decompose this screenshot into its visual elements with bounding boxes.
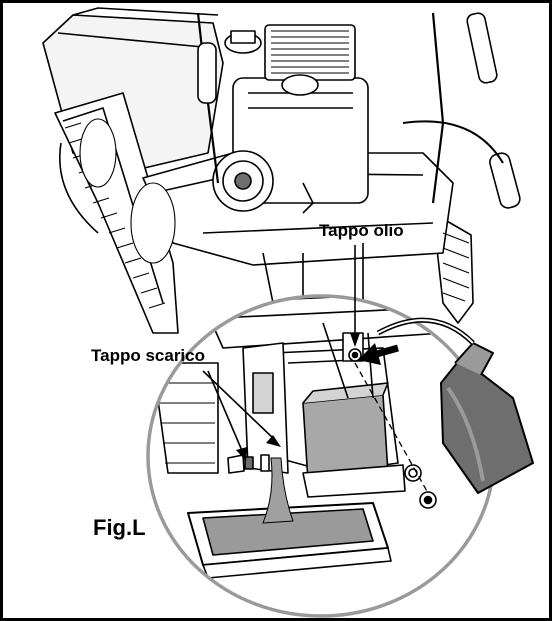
drain-pan-icon	[187, 502, 392, 579]
figure-label: Fig.L	[93, 515, 146, 540]
oil-bottle-icon	[376, 317, 534, 494]
oil-cap-label: Tappo olio	[319, 221, 404, 240]
drain-plug-label: Tappo scarico	[91, 346, 205, 365]
oil-cap-leader	[350, 245, 360, 347]
drain-plug-leader	[202, 370, 281, 461]
machine-body	[42, 7, 521, 334]
detail-view	[152, 296, 444, 579]
right-track-treads	[442, 232, 470, 302]
left-track-treads	[64, 118, 176, 309]
machine-illustration	[42, 7, 534, 618]
pour-arrow	[358, 343, 399, 365]
